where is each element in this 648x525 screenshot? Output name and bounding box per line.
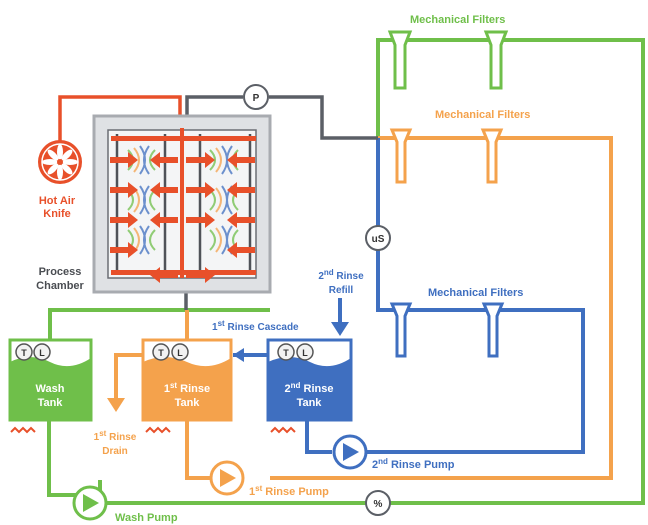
rinse1-tank-temp-sensor: T	[152, 343, 170, 361]
wash-tank	[8, 338, 93, 422]
svg-text:L: L	[39, 348, 45, 358]
rinse1-drain-arrow-icon	[107, 353, 143, 412]
orange-filter-1	[389, 128, 413, 184]
rinse2-tank-level-sensor: L	[296, 343, 314, 361]
wash-pump	[72, 485, 108, 521]
wash-tank-heater-icon	[10, 426, 36, 434]
rinse1-tank-label-2: Tank	[175, 397, 201, 409]
process-chamber-label-2: Chamber	[36, 280, 84, 292]
mech-filters-blue-label: Mechanical Filters	[428, 287, 523, 299]
rinse1-pump	[209, 460, 245, 496]
svg-text:T: T	[21, 348, 27, 358]
mech-filters-green-label: Mechanical Filters	[410, 14, 505, 26]
svg-text:L: L	[177, 348, 183, 358]
pressure-gauge: P	[243, 84, 269, 110]
rinse1-tank-label-1: 1st Rinse	[164, 381, 210, 395]
wash-tank-level-sensor: L	[33, 343, 51, 361]
mech-filters-orange-label: Mechanical Filters	[435, 109, 530, 121]
rinse2-tank-label-2: Tank	[297, 397, 323, 409]
svg-text:uS: uS	[372, 234, 385, 245]
hot-air-label-1: Hot Air	[39, 195, 76, 207]
rinse1-pump-label: 1st Rinse Pump	[249, 484, 329, 498]
rinse2-tank-temp-sensor: T	[277, 343, 295, 361]
blue-filter-2	[481, 302, 505, 358]
blue-filter-1	[389, 302, 413, 358]
green-filter-1	[387, 30, 413, 90]
rinse2-refill-label-1: 2nd Rinse	[318, 268, 364, 282]
svg-text:T: T	[158, 348, 164, 358]
process-exhaust-pipe	[184, 95, 378, 310]
rinse2-refill-label-2: Refill	[329, 285, 354, 296]
svg-text:%: %	[374, 499, 383, 510]
rinse1-cascade-arrow-icon	[233, 348, 244, 362]
rinse2-refill-arrow-icon	[331, 298, 349, 336]
hot-air-label-2: Knife	[43, 208, 71, 220]
rinse2-tank-label-1: 2nd Rinse	[285, 381, 334, 395]
svg-text:T: T	[283, 348, 289, 358]
svg-text:P: P	[253, 93, 260, 104]
process-chamber	[92, 114, 272, 294]
wash-tank-label-2: Tank	[38, 397, 64, 409]
green-filter-2	[483, 30, 509, 90]
wash-tank-label-1: Wash	[36, 383, 65, 395]
rinse1-drain-label-1: 1st Rinse	[94, 429, 137, 443]
wash-pump-label: Wash Pump	[115, 512, 178, 524]
svg-text:L: L	[302, 348, 308, 358]
rinse1-tank-heater-icon	[145, 426, 171, 434]
rinse2-pump	[332, 434, 368, 470]
process-chamber-label-1: Process	[39, 266, 82, 278]
hot-air-pipe	[58, 95, 182, 150]
percent-sensor: %	[365, 490, 391, 516]
orange-filter-2	[480, 128, 504, 184]
ultrasonic-sensor: uS	[365, 225, 391, 251]
wash-tank-temp-sensor: T	[15, 343, 33, 361]
rinse1-tank-level-sensor: L	[171, 343, 189, 361]
fan-icon	[38, 140, 82, 184]
rinse1-drain-label-2: Drain	[102, 446, 128, 457]
rinse1-cascade-label: 1st Rinse Cascade	[212, 319, 299, 333]
rinse2-pump-label: 2nd Rinse Pump	[372, 457, 455, 471]
rinse2-tank-heater-icon	[270, 426, 296, 434]
rinse1-tank	[141, 338, 233, 422]
